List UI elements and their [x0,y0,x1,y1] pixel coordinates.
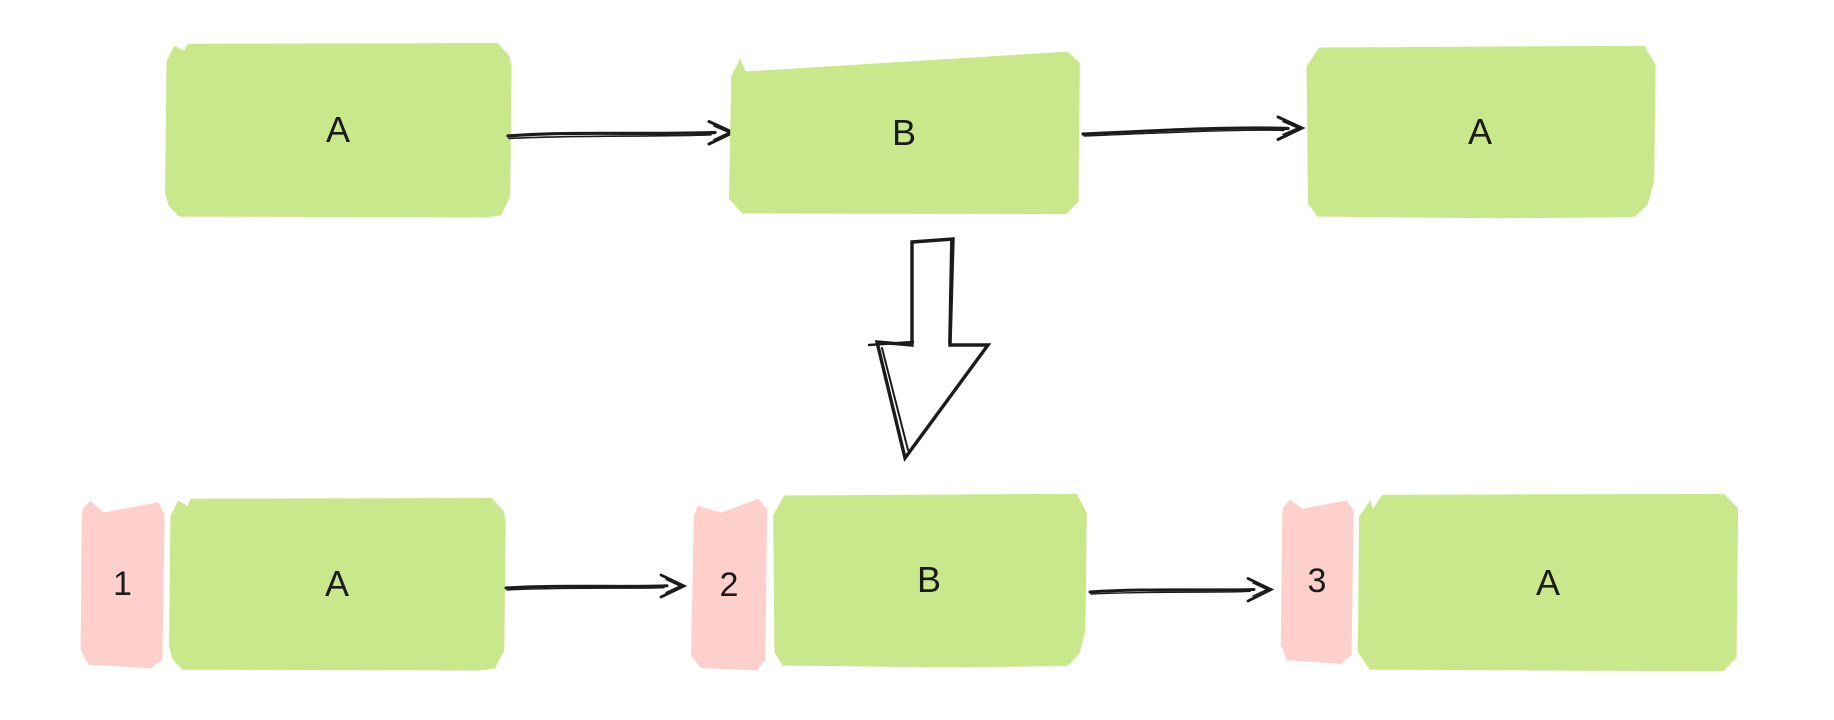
index-badge-3: 3 [1280,499,1354,664]
index-badge-2: 2 [691,498,768,671]
transform-down-arrow-icon [867,237,992,462]
node-label: B [916,559,941,600]
top-node-a-2: A [1306,45,1656,219]
node-label: B [891,111,916,153]
bottom-arrow-a-to-2-icon [504,573,688,599]
node-label: A [324,563,349,604]
index-badge-1: 1 [80,500,165,669]
node-label: A [1535,561,1560,603]
index-label: 3 [1307,562,1327,600]
top-arrow-b-to-a-icon [1081,115,1306,141]
top-arrow-a-to-b-icon [506,120,737,146]
index-label: 2 [719,565,739,604]
bottom-node-a-2: A [1357,493,1739,672]
bottom-node-a-1: A [169,498,506,671]
bottom-arrow-b-to-3-icon [1088,577,1275,603]
bottom-node-b: B [773,493,1087,668]
node-label: A [325,109,350,150]
top-node-a-1: A [165,43,512,218]
index-label: 1 [113,565,132,603]
top-node-b: B [728,51,1080,215]
node-label: A [1467,110,1492,152]
